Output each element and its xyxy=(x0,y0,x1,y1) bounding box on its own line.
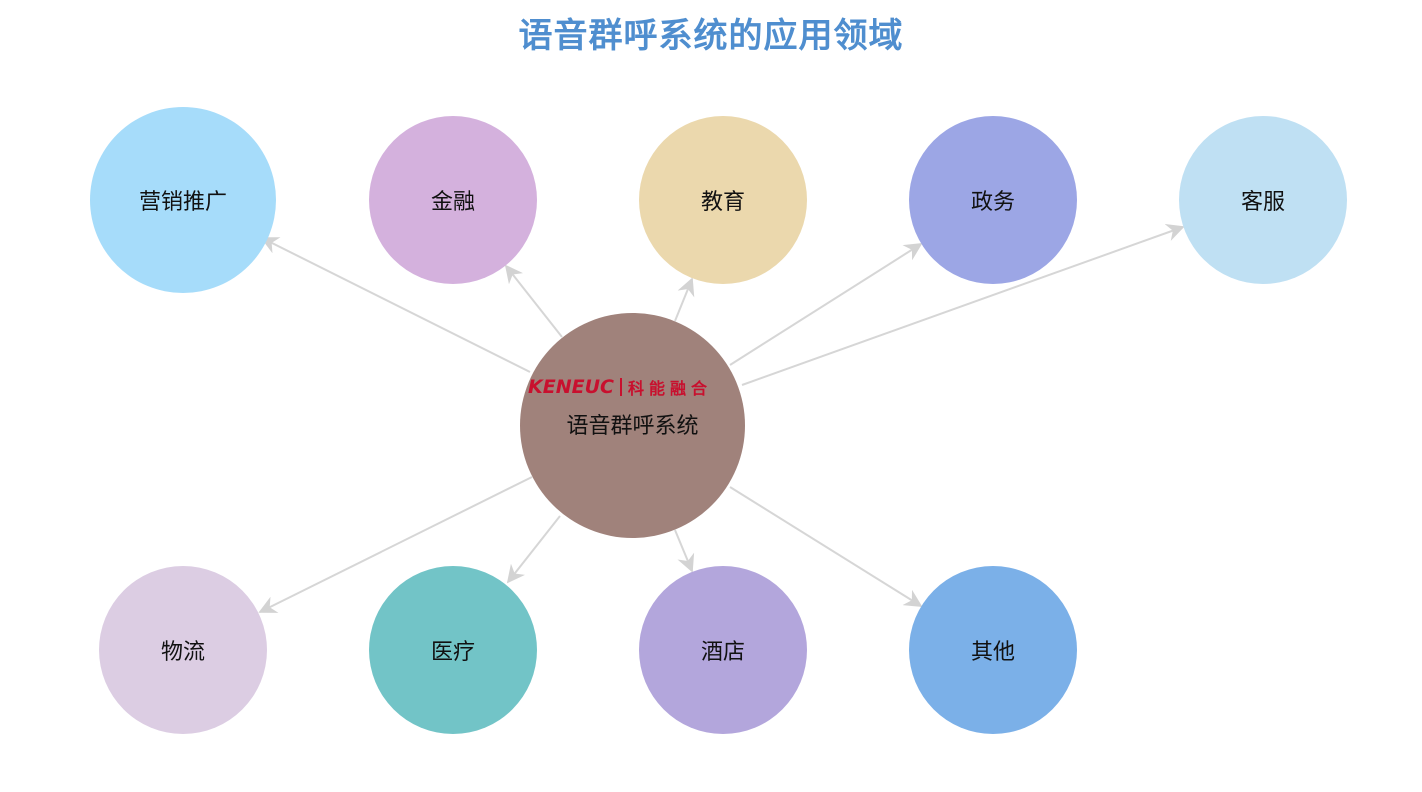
connector-arrow xyxy=(729,486,923,607)
domain-node: 客服 xyxy=(1179,116,1347,284)
connector-arrow xyxy=(674,529,695,573)
connector-arrow xyxy=(674,277,695,322)
connector-arrow xyxy=(260,237,531,373)
logo-divider xyxy=(619,378,622,396)
domain-node: 医疗 xyxy=(369,566,537,734)
connector-arrow xyxy=(729,243,923,366)
company-logo: KENEUC 科能融合 xyxy=(528,375,736,399)
domain-node: 教育 xyxy=(639,116,807,284)
domain-node: 金融 xyxy=(369,116,537,284)
domain-node: 政务 xyxy=(909,116,1077,284)
connector-arrow xyxy=(258,476,533,613)
logo-text-cn: 科能融合 xyxy=(627,379,712,398)
logo-text-en: KENEUC xyxy=(528,376,614,398)
connector-arrow xyxy=(506,515,561,584)
domain-node: 其他 xyxy=(909,566,1077,734)
domain-node: 营销推广 xyxy=(90,107,276,293)
connector-arrow xyxy=(741,223,1185,386)
domain-node: 酒店 xyxy=(639,566,807,734)
center-node xyxy=(520,313,745,538)
diagram-title: 语音群呼系统的应用领域 xyxy=(518,16,904,56)
domain-node: 物流 xyxy=(99,566,267,734)
connector-arrow xyxy=(504,264,563,338)
center-node-label: 语音群呼系统 xyxy=(566,414,699,439)
